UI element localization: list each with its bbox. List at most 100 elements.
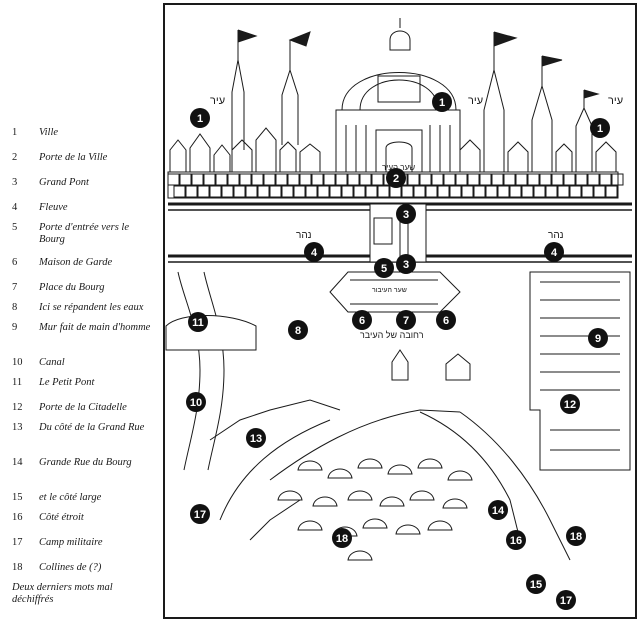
legend-number: 11 xyxy=(12,377,23,388)
legend-label: Grande Rue du Bourg xyxy=(39,457,132,468)
legend-number: 2 xyxy=(12,152,18,163)
map-marker-number: 18 xyxy=(570,531,582,543)
legend-number: 8 xyxy=(12,302,18,313)
map-marker: 18 xyxy=(566,526,586,546)
legend-number: 1 xyxy=(12,127,18,138)
map-marker-number: 15 xyxy=(530,579,542,591)
legend-number: 9 xyxy=(12,322,18,333)
map-marker: 9 xyxy=(588,328,608,348)
map-marker: 1 xyxy=(432,92,452,112)
bourg-gate xyxy=(329,271,461,313)
legend-number: 14 xyxy=(12,457,23,468)
map-marker-number: 6 xyxy=(359,315,365,327)
map-marker-number: 5 xyxy=(381,263,387,275)
center-buildings xyxy=(391,349,471,381)
map-marker-number: 16 xyxy=(510,535,522,547)
map-panel: עיר עיר עיר שער העיר נהר נהר שער העיבור … xyxy=(160,0,640,622)
label-city-right: עיר xyxy=(608,95,623,107)
map-marker-number: 2 xyxy=(393,173,399,185)
map-marker-number: 11 xyxy=(192,317,204,329)
legend-number: 3 xyxy=(12,177,18,188)
legend-number: 17 xyxy=(12,537,23,548)
label-river-right: נהר xyxy=(548,230,564,241)
map-marker: 13 xyxy=(246,428,266,448)
label-bridge-note: רחובה של העיבר xyxy=(360,330,424,340)
legend-number: 18 xyxy=(12,562,23,573)
hill-mark xyxy=(327,468,353,479)
map-marker: 14 xyxy=(488,500,508,520)
map-marker-number: 1 xyxy=(439,97,445,109)
hill-mark xyxy=(409,490,435,501)
legend-label: Fleuve xyxy=(39,202,68,213)
map-marker: 17 xyxy=(190,504,210,524)
hill-mark xyxy=(297,520,323,531)
legend-number: 10 xyxy=(12,357,23,368)
map-marker: 15 xyxy=(526,574,546,594)
legend-label: Porte de la Ville xyxy=(39,152,108,163)
legend-number: 15 xyxy=(12,492,23,503)
hill-mark xyxy=(447,470,473,481)
legend-label: Côté étroit xyxy=(39,512,84,523)
legend: 1 Ville 2 Porte de la Ville 3 Grand Pont 4 Fleu… xyxy=(0,0,160,622)
map-marker: 7 xyxy=(396,310,416,330)
map-marker: 6 xyxy=(352,310,372,330)
legend-number: 5 xyxy=(12,222,18,233)
map-marker: 3 xyxy=(396,204,416,224)
label-city-mid: עיר xyxy=(468,95,483,107)
legend-label: Camp militaire xyxy=(39,537,103,548)
map-marker-number: 10 xyxy=(190,397,202,409)
legend-number: 13 xyxy=(12,422,23,433)
label-river-left: נהר xyxy=(296,230,312,241)
hill-mark xyxy=(442,498,468,509)
legend-label: Place du Bourg xyxy=(39,282,105,293)
citadel-wall xyxy=(529,271,631,471)
label-gate-note: שער העיבור xyxy=(372,287,407,294)
hill-mark xyxy=(297,460,323,471)
legend-number: 6 xyxy=(12,257,18,268)
map-marker: 10 xyxy=(186,392,206,412)
hill-mark xyxy=(379,496,405,507)
map-marker: 2 xyxy=(386,168,406,188)
map-marker: 16 xyxy=(506,530,526,550)
map-marker-number: 6 xyxy=(443,315,449,327)
legend-label: Le Petit Pont xyxy=(39,377,95,388)
map-marker: 12 xyxy=(560,394,580,414)
legend-number: 12 xyxy=(12,402,23,413)
hill-mark xyxy=(387,464,413,475)
map-marker-number: 4 xyxy=(311,247,318,259)
hill-mark xyxy=(395,524,421,535)
hill-mark xyxy=(312,496,338,507)
hill-mark xyxy=(277,490,303,501)
map-marker: 5 xyxy=(374,258,394,278)
legend-number: 16 xyxy=(12,512,23,523)
legend-label: Maison de Garde xyxy=(39,257,113,268)
map-marker-number: 3 xyxy=(403,209,409,221)
hill-mark xyxy=(357,458,383,469)
map-marker: 6 xyxy=(436,310,456,330)
map-marker: 18 xyxy=(332,528,352,548)
map-marker-number: 13 xyxy=(250,433,262,445)
map-marker-number: 4 xyxy=(551,247,558,259)
hill-mark xyxy=(347,490,373,501)
map-marker-number: 12 xyxy=(564,399,576,411)
map-marker: 17 xyxy=(556,590,576,610)
map-marker: 3 xyxy=(396,254,416,274)
map-marker-number: 14 xyxy=(492,505,505,517)
label-city-left: עיר xyxy=(210,95,225,107)
legend-label: Ville xyxy=(39,127,59,138)
legend-label: Porte d'entrée vers le Bourg xyxy=(39,222,130,245)
map-marker-number: 9 xyxy=(595,333,601,345)
legend-label: Grand Pont xyxy=(39,177,89,188)
hill-mark xyxy=(362,518,388,529)
map-marker-number: 18 xyxy=(336,533,348,545)
map-marker-number: 8 xyxy=(295,325,301,337)
legend-number: 7 xyxy=(12,282,18,293)
map-drawing: עיר עיר עיר שער העיר נהר נהר שער העיבור … xyxy=(163,3,637,619)
legend-number: 4 xyxy=(12,202,18,213)
legend-label: Collines de (?) xyxy=(39,562,102,573)
label-city-gate: שער העיר xyxy=(382,163,415,172)
streets xyxy=(209,399,571,561)
map-marker-number: 17 xyxy=(194,509,206,521)
map-marker: 8 xyxy=(288,320,308,340)
